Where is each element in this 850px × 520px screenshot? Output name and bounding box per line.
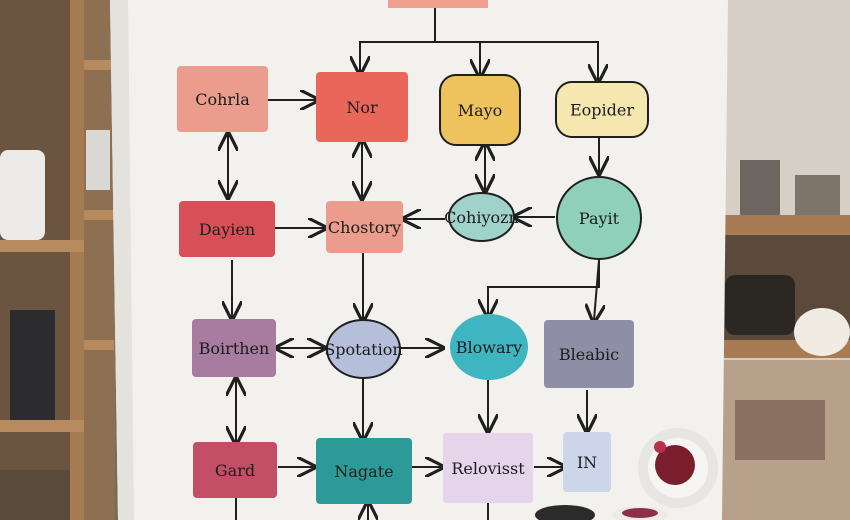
node-shape-relovisst — [443, 433, 533, 503]
node-label-cohrla: Cohrla — [195, 90, 250, 109]
node-shape-gard — [193, 442, 277, 498]
node-shape-blowary — [450, 314, 528, 380]
node-label-blowary: Blowary — [456, 338, 522, 357]
node-shape-nor — [316, 72, 408, 142]
flowchart-node-in: IN — [563, 432, 611, 492]
flowchart-node-chostory: Chostory — [326, 201, 403, 253]
node-shape-epider — [555, 81, 649, 138]
node-label-dayien: Dayien — [199, 220, 255, 239]
node-label-relovisst: Relovisst — [451, 459, 525, 478]
flowchart-node-relovisst: Relovisst — [443, 433, 533, 503]
flowchart-node-gard: Gard — [193, 442, 277, 498]
node-label-nagate: Nagate — [334, 462, 393, 481]
node-label-gard: Gard — [215, 461, 255, 480]
node-label-chostory: Chostory — [328, 218, 401, 237]
node-shape-dayien — [179, 201, 275, 257]
flowchart-node-nagate: Nagate — [316, 438, 412, 504]
node-shape-in — [563, 432, 611, 492]
flowchart-node-epider: Eopider — [555, 81, 649, 138]
node-shape-nagate — [316, 438, 412, 504]
flowchart-node-boirthen: Boirthen — [192, 319, 276, 377]
node-label-in: IN — [577, 453, 597, 472]
flowchart-node-bleabic: Bleabic — [544, 320, 634, 388]
node-label-payit: Payit — [579, 209, 620, 228]
flowchart-node-blowary: Blowary — [450, 314, 528, 380]
node-label-mayo: Mayo — [458, 101, 503, 120]
flowchart-node-nor: Nor — [316, 72, 408, 142]
node-label-cohiyozn: Cohiyozn — [444, 208, 519, 227]
node-shape-bleabic — [544, 320, 634, 388]
flowchart-node-cohiyozn: Cohiyozn — [444, 192, 519, 242]
node-shape-cohrla — [177, 66, 268, 132]
flowchart-node-payit: Payit — [556, 176, 642, 260]
node-shape-payit — [556, 176, 642, 260]
node-shape-cohiyozn — [448, 192, 515, 242]
node-label-spotation: Spotation — [324, 340, 402, 359]
flowchart-node-spotation: Spotation — [324, 319, 403, 379]
flowchart-connectors — [228, 8, 599, 520]
node-shape-mayo — [439, 74, 521, 146]
node-shape-boirthen — [192, 319, 276, 377]
flowchart-node-dayien: Dayien — [179, 201, 275, 257]
flowchart-node-cohrla: Cohrla — [177, 66, 268, 132]
node-label-nor: Nor — [346, 98, 378, 117]
node-label-boirthen: Boirthen — [199, 339, 270, 358]
flowchart-node-mayo: Mayo — [439, 74, 521, 146]
node-shape-spotation — [326, 319, 401, 379]
node-shape-chostory — [326, 201, 403, 253]
node-label-bleabic: Bleabic — [559, 345, 619, 364]
node-label-epider: Eopider — [570, 101, 634, 120]
